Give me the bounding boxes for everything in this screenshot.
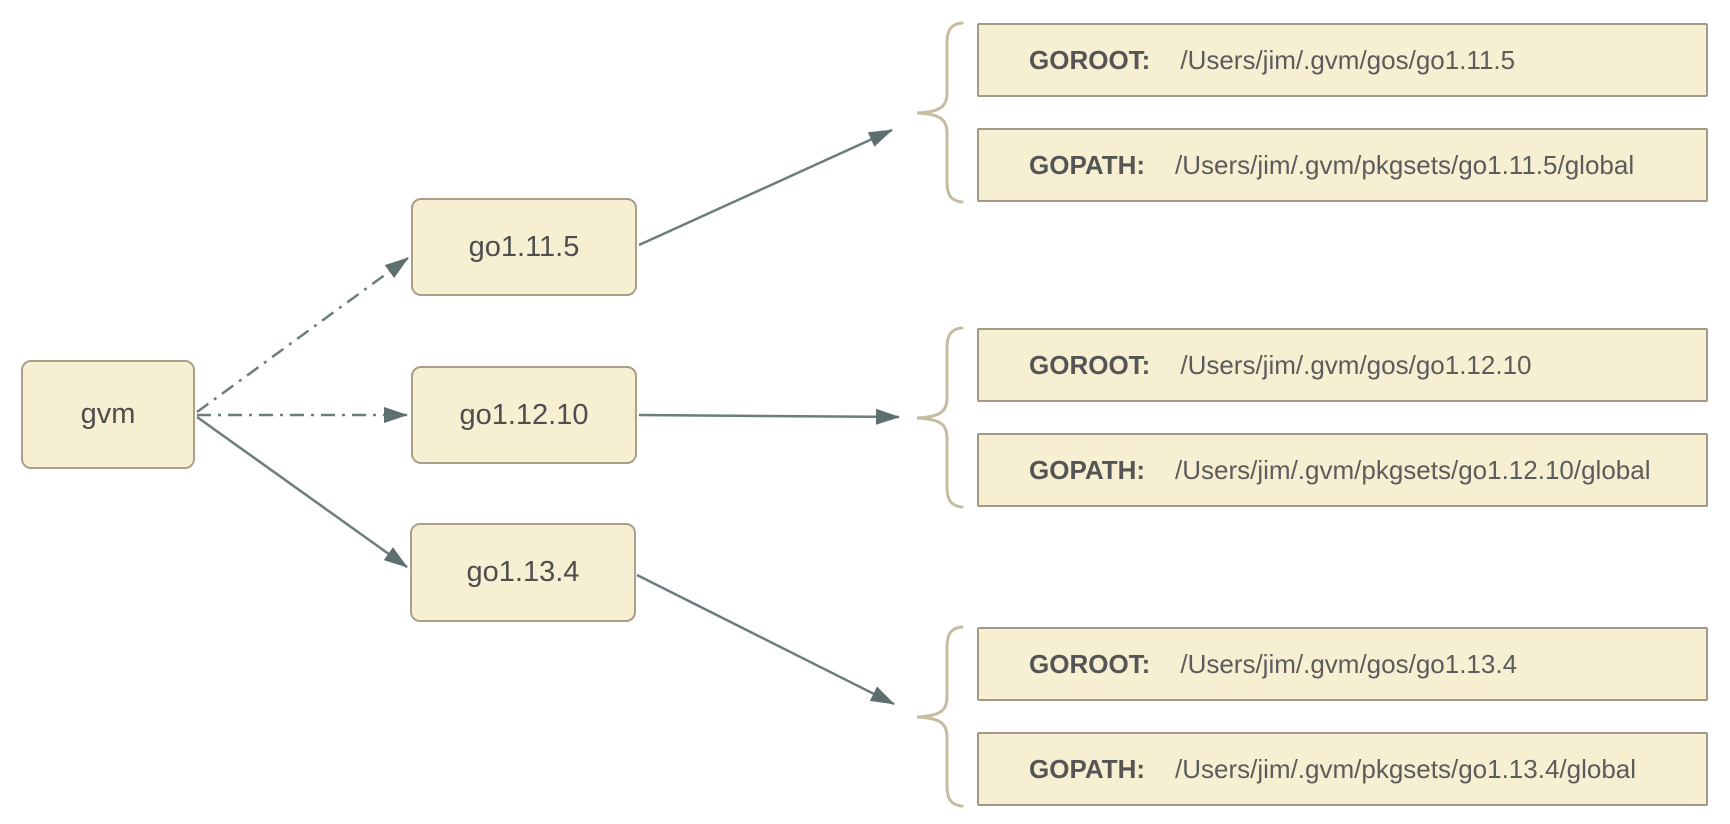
brace-env-go1-11-5 <box>916 21 964 204</box>
goroot-path: /Users/jim/.gvm/gos/go1.12.10 <box>1180 349 1532 380</box>
gopath-path: /Users/jim/.gvm/pkgsets/go1.12.10/global <box>1175 454 1651 485</box>
gvm-node: gvm <box>21 360 195 469</box>
version-node-label: go1.11.5 <box>468 230 580 263</box>
goroot-box-go1-11-5: GOROOT: /Users/jim/.gvm/gos/go1.11.5 <box>977 23 1708 97</box>
goroot-path: /Users/jim/.gvm/gos/go1.11.5 <box>1180 44 1516 75</box>
gopath-label: GOPATH: <box>1029 149 1146 180</box>
gvm-node-label: gvm <box>80 398 136 430</box>
goroot-label: GOROOT: <box>1029 44 1151 75</box>
goroot-box-go1-12-10: GOROOT: /Users/jim/.gvm/gos/go1.12.10 <box>977 328 1708 402</box>
gopath-label: GOPATH: <box>1029 454 1146 485</box>
connector-gvm-to-go1-11-5 <box>196 256 409 414</box>
goroot-label: GOROOT: <box>1029 648 1151 679</box>
goroot-label: GOROOT: <box>1029 349 1151 380</box>
version-node-label: go1.13.4 <box>466 556 580 588</box>
brace-env-go1-12-10 <box>916 326 964 509</box>
connector-go1-11-5-to-env <box>638 128 893 247</box>
gopath-box-go1-12-10: GOPATH: /Users/jim/.gvm/pkgsets/go1.12.1… <box>977 433 1708 507</box>
goroot-path: /Users/jim/.gvm/gos/go1.13.4 <box>1180 648 1518 679</box>
version-node-label: go1.12.10 <box>459 398 589 431</box>
gopath-path: /Users/jim/.gvm/pkgsets/go1.11.5/global <box>1175 149 1635 180</box>
gopath-box-go1-13-4: GOPATH: /Users/jim/.gvm/pkgsets/go1.13.4… <box>977 732 1708 806</box>
gopath-path: /Users/jim/.gvm/pkgsets/go1.13.4/global <box>1175 753 1637 784</box>
version-node-go1-11-5: go1.11.5 <box>411 198 637 296</box>
brace-env-go1-13-4 <box>916 625 964 808</box>
version-node-go1-13-4: go1.13.4 <box>410 523 636 622</box>
version-node-go1-12-10: go1.12.10 <box>411 366 637 464</box>
goroot-box-go1-13-4: GOROOT: /Users/jim/.gvm/gos/go1.13.4 <box>977 627 1708 701</box>
connector-go1-13-4-to-env <box>636 573 895 706</box>
connector-gvm-to-go1-13-4 <box>196 415 408 569</box>
connector-go1-12-10-to-env <box>638 408 900 425</box>
gopath-box-go1-11-5: GOPATH: /Users/jim/.gvm/pkgsets/go1.11.5… <box>977 128 1708 202</box>
gopath-label: GOPATH: <box>1029 753 1146 784</box>
